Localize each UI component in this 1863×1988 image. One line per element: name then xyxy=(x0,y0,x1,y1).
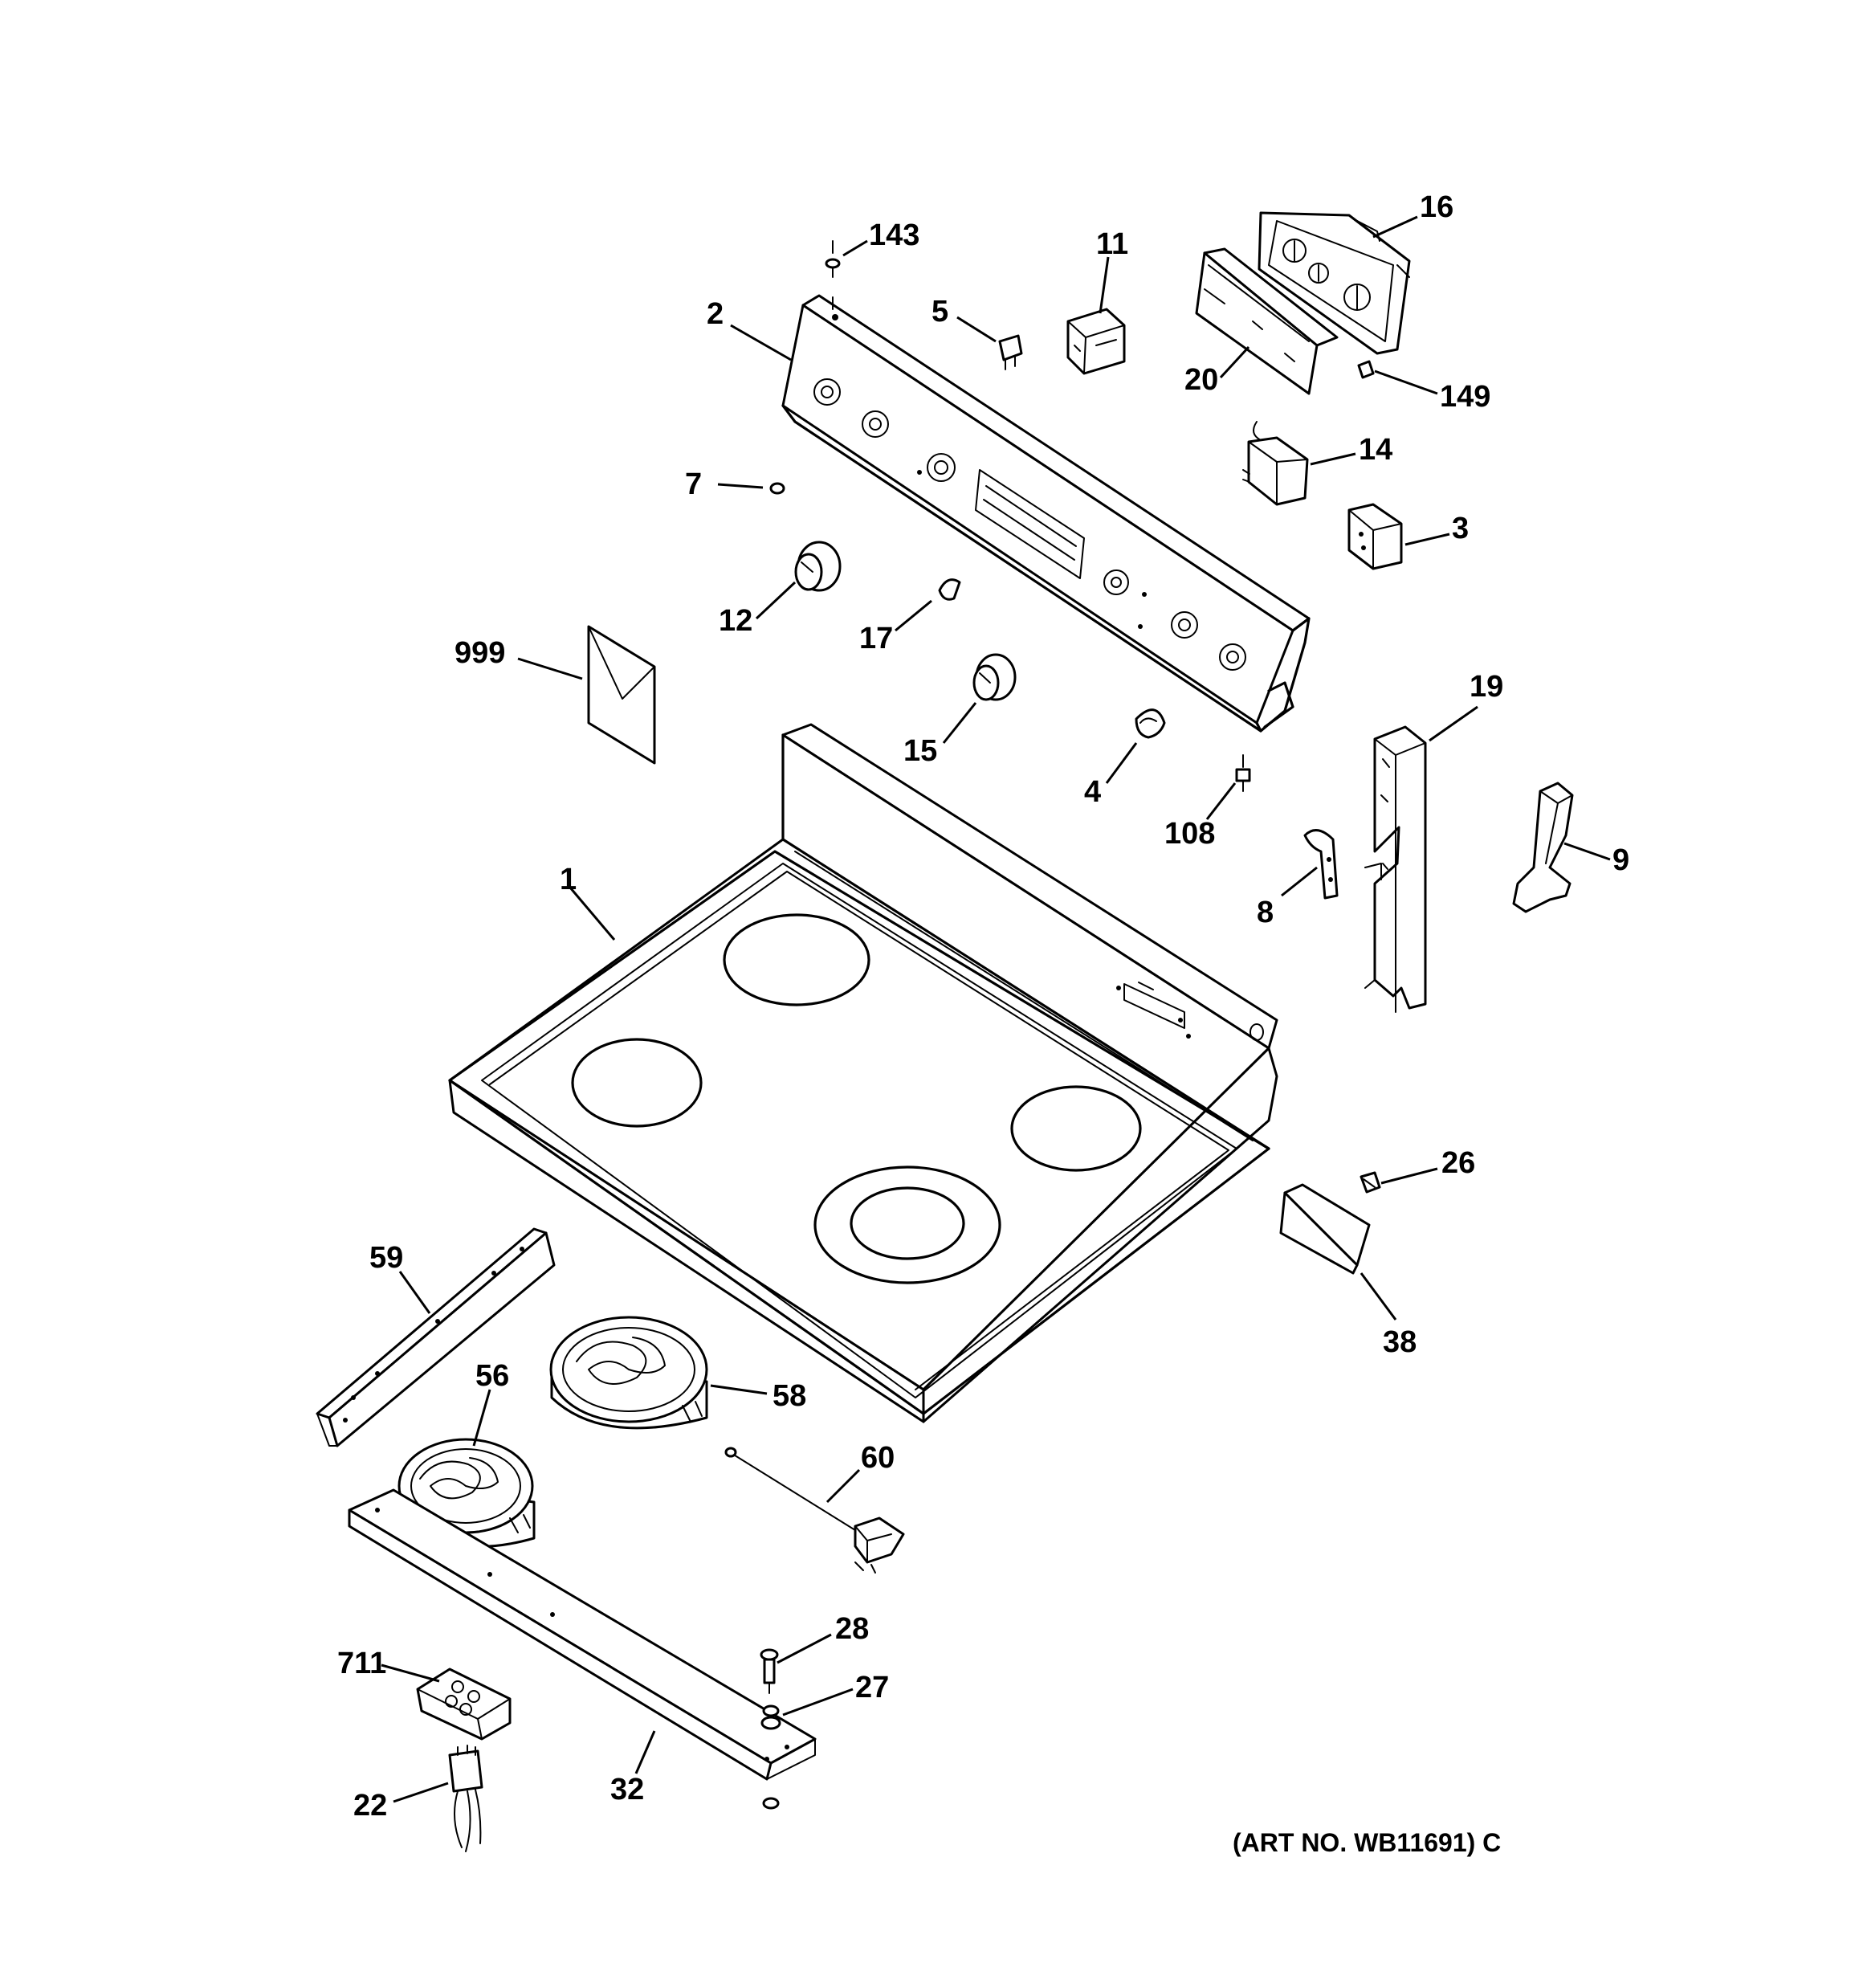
part-26 xyxy=(1360,1171,1381,1194)
callout-59: 59 xyxy=(369,1241,403,1275)
part-22 xyxy=(448,1745,483,1852)
callout-149: 149 xyxy=(1440,380,1490,414)
callout-17: 17 xyxy=(859,622,893,655)
callout-711: 711 xyxy=(337,1647,386,1680)
callout-14: 14 xyxy=(1359,433,1392,467)
part-12-knob xyxy=(794,541,842,592)
callout-4: 4 xyxy=(1084,775,1101,809)
callout-11: 11 xyxy=(1096,227,1128,261)
callout-38: 38 xyxy=(1383,1325,1417,1359)
part-16 xyxy=(1258,211,1411,355)
part-14 xyxy=(1242,421,1309,506)
callout-16: 16 xyxy=(1420,190,1453,224)
cooktop-part-1 xyxy=(448,723,1278,1423)
callout-7: 7 xyxy=(685,467,702,501)
control-panel-part xyxy=(781,294,1311,733)
callout-58: 58 xyxy=(773,1379,806,1413)
callout-28: 28 xyxy=(835,1612,869,1646)
part-56-burner xyxy=(397,1438,536,1549)
part-15-knob xyxy=(972,653,1017,701)
part-27 xyxy=(760,1704,781,1810)
part-8 xyxy=(1303,829,1339,900)
part-711 xyxy=(416,1668,512,1741)
callout-143: 143 xyxy=(869,218,919,252)
callout-9: 9 xyxy=(1612,843,1629,877)
callout-26: 26 xyxy=(1441,1146,1475,1180)
screw-143-part xyxy=(825,240,841,310)
callout-999: 999 xyxy=(455,636,505,670)
part-7 xyxy=(769,482,785,495)
part-108 xyxy=(1235,754,1251,792)
part-32-bracket xyxy=(348,1488,817,1781)
callout-56: 56 xyxy=(475,1359,509,1393)
part-149 xyxy=(1357,360,1375,379)
part-9 xyxy=(1512,782,1574,913)
part-999-envelope xyxy=(587,625,656,765)
part-20 xyxy=(1195,247,1339,395)
callout-27: 27 xyxy=(855,1671,889,1704)
part-38 xyxy=(1279,1183,1371,1275)
callout-1: 1 xyxy=(560,863,577,896)
part-11 xyxy=(1066,308,1126,375)
part-58-burner xyxy=(549,1316,708,1430)
callout-8: 8 xyxy=(1257,896,1274,929)
callout-19: 19 xyxy=(1470,670,1503,704)
callout-15: 15 xyxy=(903,734,937,768)
callout-5: 5 xyxy=(932,295,948,329)
callout-3: 3 xyxy=(1452,512,1469,545)
callout-2: 2 xyxy=(707,297,724,331)
part-3 xyxy=(1347,503,1403,570)
callout-32: 32 xyxy=(610,1773,644,1806)
art-number: (ART NO. WB11691) C xyxy=(1233,1828,1501,1857)
part-19-bracket xyxy=(1364,725,1427,1013)
part-28 xyxy=(760,1648,779,1694)
callout-108: 108 xyxy=(1164,817,1215,851)
leader-lines xyxy=(381,215,1611,1803)
callout-22: 22 xyxy=(353,1789,387,1823)
callout-60: 60 xyxy=(861,1441,895,1475)
part-4 xyxy=(1135,708,1166,739)
part-59 xyxy=(316,1227,556,1447)
callout-labels: 143 2 5 11 16 20 149 14 3 7 12 17 999 15… xyxy=(337,190,1629,1857)
part-60 xyxy=(724,1447,905,1574)
callout-20: 20 xyxy=(1184,363,1218,397)
part-17 xyxy=(938,578,961,601)
part-5 xyxy=(998,334,1023,370)
callout-12: 12 xyxy=(719,604,752,638)
